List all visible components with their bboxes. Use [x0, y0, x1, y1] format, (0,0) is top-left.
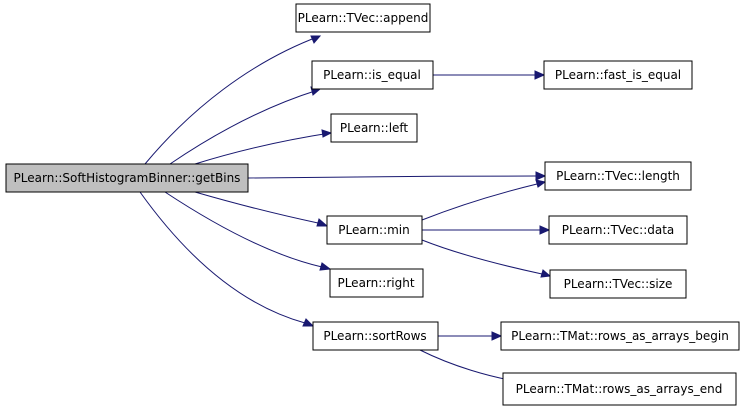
- node-append[interactable]: PLearn::TVec::append: [295, 3, 431, 33]
- arrow-root-left: [321, 129, 333, 138]
- node-label: PLearn::TVec::size: [564, 277, 673, 291]
- node-length[interactable]: PLearn::TVec::length: [544, 161, 692, 191]
- edge-root-left: [194, 132, 331, 165]
- edge-min-length: [421, 183, 538, 221]
- arrow-min-length: [535, 179, 547, 188]
- node-label: PLearn::sortRows: [323, 329, 426, 343]
- node-label: PLearn::TMat::rows_as_arrays_begin: [511, 329, 729, 343]
- nodes: PLearn::SoftHistogramBinner::getBins PLe…: [5, 3, 740, 406]
- arrow-root-sortRows: [302, 318, 315, 327]
- node-label: PLearn::left: [340, 121, 409, 135]
- node-label: PLearn::fast_is_equal: [555, 68, 681, 82]
- edge-root-append: [144, 35, 321, 165]
- arrow-is_equal-fast_is_equal: [534, 70, 546, 80]
- arrow-min-data: [539, 225, 551, 235]
- edge-root-min: [194, 191, 319, 224]
- node-min[interactable]: PLearn::min: [326, 215, 423, 245]
- edge-min-size: [421, 239, 543, 275]
- node-root[interactable]: PLearn::SoftHistogramBinner::getBins: [5, 163, 249, 193]
- arrow-root-right: [319, 262, 332, 271]
- node-size[interactable]: PLearn::TVec::size: [549, 269, 687, 299]
- node-label: PLearn::SoftHistogramBinner::getBins: [14, 171, 241, 185]
- node-label: PLearn::is_equal: [323, 68, 421, 82]
- node-label: PLearn::TVec::length: [556, 169, 680, 183]
- node-rows_begin[interactable]: PLearn::TMat::rows_as_arrays_begin: [500, 321, 740, 351]
- arrow-min-size: [540, 269, 552, 278]
- edge-root-length: [247, 175, 537, 179]
- node-data[interactable]: PLearn::TVec::data: [548, 215, 688, 245]
- edge-root-sortRows: [139, 191, 306, 324]
- node-label: PLearn::TMat::rows_as_arrays_end: [516, 382, 723, 396]
- node-fast_is_equal[interactable]: PLearn::fast_is_equal: [543, 60, 693, 90]
- arrow-sortRows-rows_begin: [491, 331, 503, 341]
- node-is_equal[interactable]: PLearn::is_equal: [311, 60, 434, 90]
- node-label: PLearn::min: [338, 223, 410, 237]
- edge-root-right: [164, 191, 323, 268]
- node-sortRows[interactable]: PLearn::sortRows: [312, 321, 439, 351]
- arrow-root-append: [310, 35, 322, 44]
- arrow-root-length: [535, 171, 547, 181]
- edge-root-is_equal: [169, 89, 319, 165]
- node-label: PLearn::TVec::data: [562, 223, 675, 237]
- node-rows_end[interactable]: PLearn::TMat::rows_as_arrays_end: [502, 372, 737, 406]
- node-right[interactable]: PLearn::right: [329, 268, 424, 298]
- arrow-root-min: [316, 218, 329, 227]
- node-label: PLearn::right: [337, 276, 414, 290]
- node-left[interactable]: PLearn::left: [330, 113, 418, 143]
- node-label: PLearn::TVec::append: [298, 11, 429, 25]
